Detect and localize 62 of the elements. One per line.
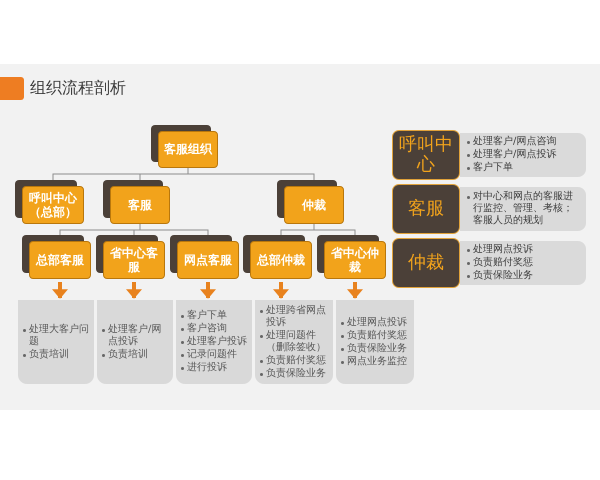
arrow: [273, 282, 289, 299]
role-item: 对中心和网点的客服进行监控、管理、考核；客服人员的规划: [466, 191, 580, 227]
duty-card: [18, 300, 94, 384]
role-item: 负责保险业务: [466, 270, 580, 282]
role-card: [460, 187, 586, 231]
org-label: 省中心客服: [109, 244, 159, 276]
org-box: [170, 235, 239, 279]
arrow: [200, 282, 216, 299]
arrow: [52, 282, 68, 299]
role-heading: 客服: [392, 184, 460, 234]
org-box: [15, 180, 84, 224]
duty-item: 负责赔付奖惩: [340, 330, 411, 342]
role-heading: 呼叫中心: [392, 130, 460, 180]
org-box: [151, 125, 218, 168]
duty-card: [255, 300, 333, 384]
connector-line: [140, 224, 208, 236]
role-item: 客户下单: [466, 162, 580, 174]
duty-item: 负责培训: [22, 348, 91, 360]
role-item: 处理客户/网点咨询: [466, 136, 580, 148]
org-label: 省中心仲裁: [330, 244, 380, 276]
org-label: 总部仲裁: [256, 252, 306, 269]
duty-item: 处理客户/网点投诉: [101, 324, 170, 348]
org-label: 网点客服: [183, 252, 233, 269]
title: 组织流程剖析: [30, 78, 126, 98]
org-label: 客服: [127, 196, 153, 214]
org-label: 客服组织: [163, 141, 214, 158]
role-card: [460, 241, 586, 285]
org-box: [96, 235, 165, 279]
duty-item: 处理跨省网点投诉: [259, 304, 330, 328]
duty-item: 处理问题件（删除签收）: [259, 330, 330, 354]
duty-item: 处理网点投诉: [340, 316, 411, 328]
role-heading: 仲裁: [392, 238, 460, 288]
org-label: 呼叫中心（总部）: [28, 190, 78, 221]
duty-item: 客户下单: [180, 310, 249, 322]
connector-line: [188, 168, 314, 180]
duty-item: 网点业务监控: [340, 356, 411, 368]
org-label: 仲裁: [300, 196, 327, 214]
duty-card: [176, 300, 252, 384]
org-box: [243, 235, 312, 279]
duty-item: 负责培训: [101, 348, 170, 360]
duty-item: 负责保险业务: [340, 342, 411, 354]
duty-item: 进行投诉: [180, 362, 249, 374]
arrow: [347, 282, 363, 299]
org-box: [103, 180, 170, 224]
duty-card: [336, 300, 414, 384]
duty-item: 负责赔付奖惩: [259, 354, 330, 366]
duty-item: 处理客户投诉: [180, 336, 249, 348]
duty-item: 处理大客户问题: [22, 324, 91, 348]
role-item: 处理网点投诉: [466, 244, 580, 256]
connector-line: [314, 224, 356, 236]
role-item: 负责赔付奖惩: [466, 257, 580, 269]
org-label: 总部客服: [34, 252, 85, 269]
arrow: [126, 282, 142, 299]
org-box: [317, 235, 386, 279]
duty-card: [97, 300, 173, 384]
duty-item: 记录问题件: [180, 349, 249, 361]
duty-item: 客户咨询: [180, 323, 249, 335]
role-card: [460, 133, 586, 177]
duty-item: 负责保险业务: [259, 368, 330, 380]
role-item: 处理客户/网点投诉: [466, 149, 580, 161]
org-box: [277, 180, 344, 224]
org-box: [22, 235, 91, 279]
